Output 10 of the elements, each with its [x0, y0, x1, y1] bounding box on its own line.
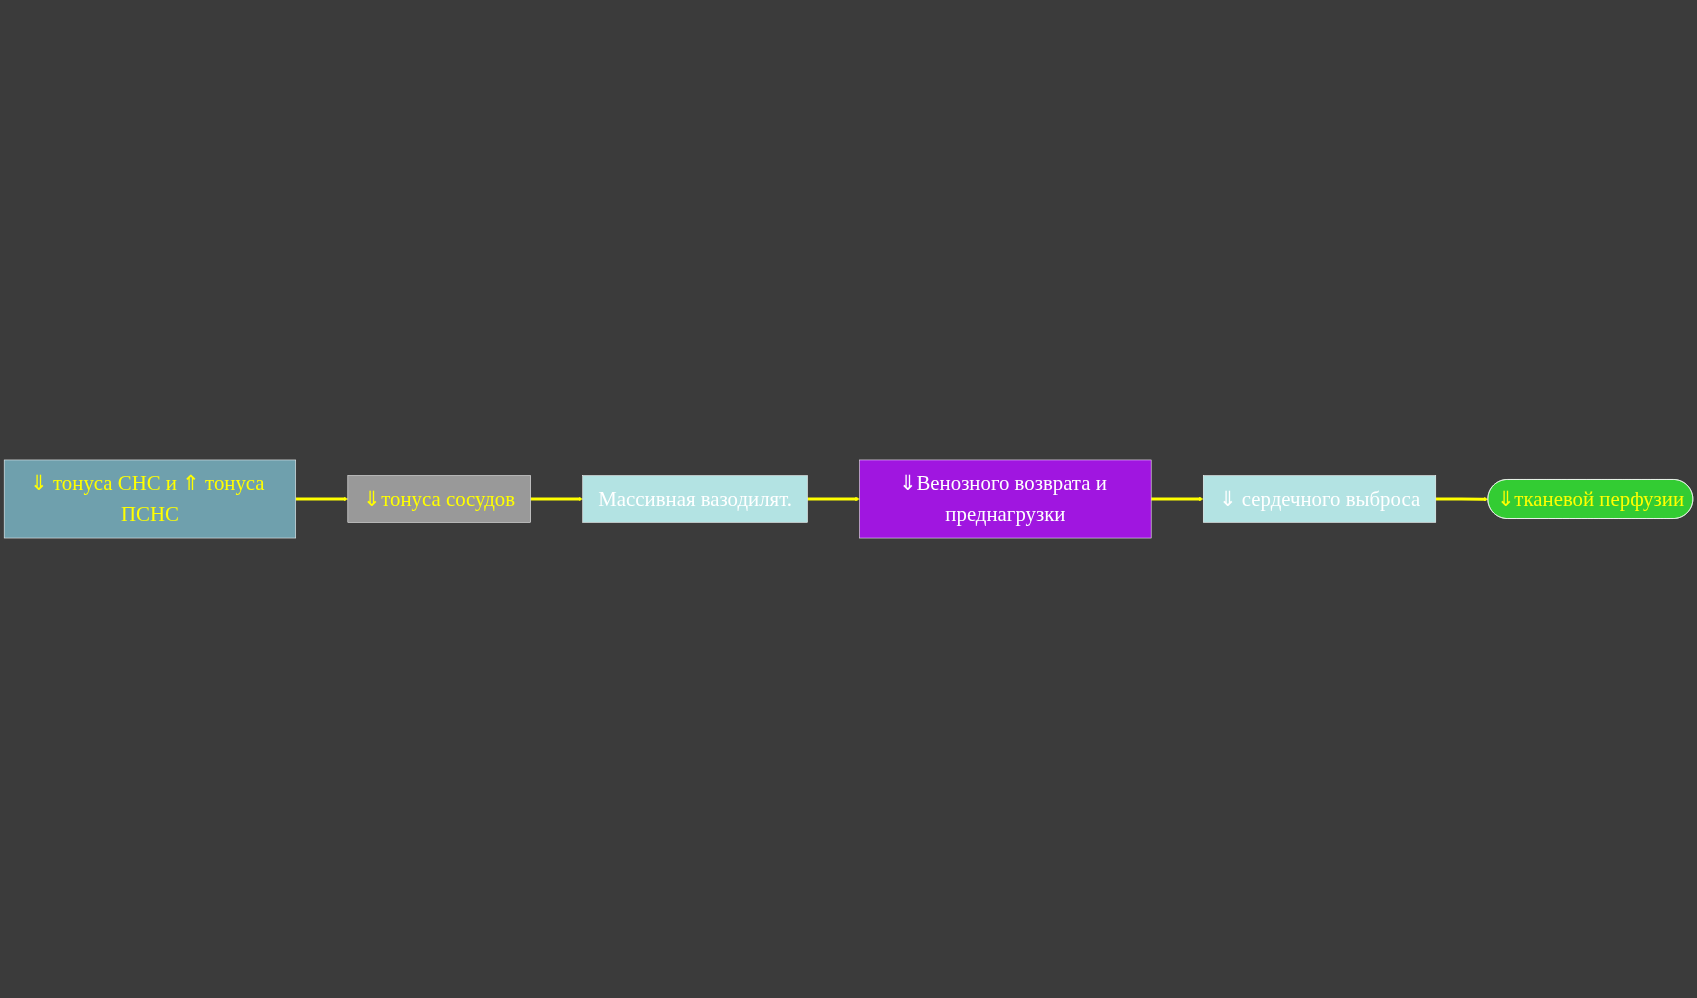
node-box: ⇓ тонуса СНС и ⇑ тонуса ПСНС	[3, 459, 296, 539]
arrow	[807, 496, 860, 502]
node-box: ⇓ сердечного выброса	[1203, 475, 1437, 523]
arrow	[530, 496, 583, 502]
arrow	[295, 496, 349, 502]
arrow	[1435, 496, 1489, 502]
node-box: ⇓Венозного возврата и преднагрузки	[859, 459, 1152, 539]
node-box: ⇓тонуса сосудов	[347, 475, 531, 523]
node-box: Массивная вазодилят.	[582, 475, 808, 523]
arrow	[1151, 496, 1204, 502]
